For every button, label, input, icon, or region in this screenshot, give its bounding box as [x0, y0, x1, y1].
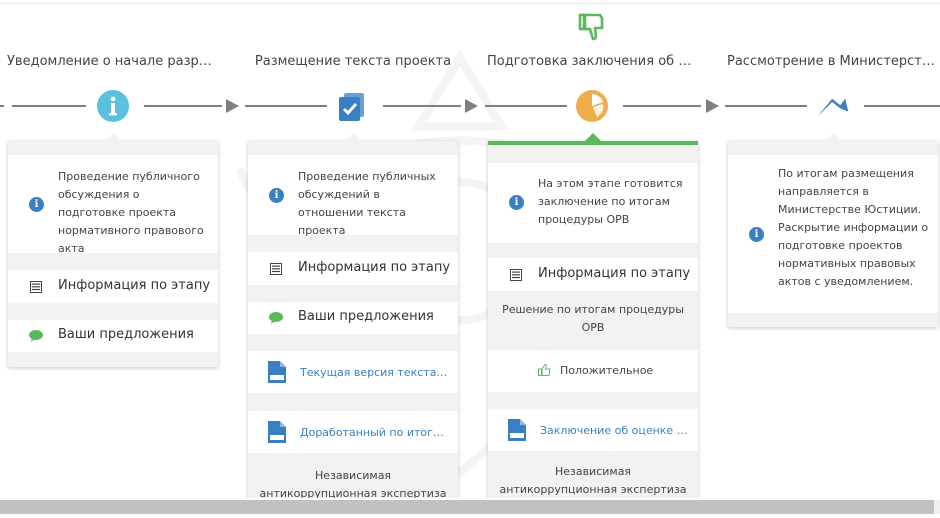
info-by-stage-label: Информация по этапу [298, 260, 451, 275]
timeline-arrow-icon [226, 99, 239, 113]
thumbs-up-icon [538, 364, 551, 376]
anticorruption-label: Независимая антикоррупционная экспертиза [259, 469, 447, 498]
docx-file-icon [508, 419, 526, 441]
card-pointer [584, 133, 602, 142]
info-by-stage-row[interactable]: Информация по этапу [248, 252, 458, 285]
stage-4-card: i По итогам размещения направляется в Ми… [728, 133, 938, 327]
description-text: По итогам размещения направляется в Мини… [778, 167, 929, 288]
stage-title[interactable]: Уведомление о начале разработки [7, 54, 219, 69]
list-icon [510, 269, 522, 281]
document-link[interactable]: Текущая версия текста проекта [300, 366, 448, 379]
timeline-line [144, 105, 222, 107]
description-text: Проведение публичного обсуждения о подго… [58, 170, 204, 255]
timeline-line [725, 105, 807, 107]
docx-file-icon [268, 361, 286, 383]
stage-description: i Проведение публичных обсуждений в отно… [248, 155, 458, 237]
card-pointer [104, 133, 122, 142]
document-row[interactable]: Доработанный по итогам обсуждения [248, 411, 458, 453]
list-icon [270, 263, 282, 275]
stage-description: i По итогам размещения направляется в Ми… [728, 155, 938, 313]
anticorruption-label: Независимая антикоррупционная экспертиза [499, 465, 687, 496]
stage-title[interactable]: Подготовка заключения об ОРВ [487, 54, 699, 69]
stages-viewport: Уведомление о начале разработки i Провед… [0, 13, 940, 498]
description-text: Проведение публичных обсуждений в отноше… [298, 170, 436, 237]
info-icon: i [509, 195, 524, 210]
document-link[interactable]: Заключение об оценке регулирующего возде… [540, 424, 688, 437]
comment-icon [29, 330, 43, 342]
decision-header: Решение по итогам процедуры ОРВ [502, 303, 684, 334]
stage-2-card: i Проведение публичных обсуждений в отно… [248, 133, 458, 498]
info-icon: i [29, 197, 44, 212]
stage-description: i Проведение публичного обсуждения о под… [8, 155, 218, 255]
proposals-row[interactable]: Ваши предложения [8, 320, 218, 352]
document-row[interactable]: Текущая версия текста проекта [248, 351, 458, 393]
card-pointer [344, 133, 362, 142]
timeline-line [383, 105, 461, 107]
card-pointer [824, 133, 842, 142]
timeline-line [12, 105, 86, 107]
timeline-line [623, 105, 701, 107]
description-text: На этом этапе готовится заключение по ит… [538, 177, 683, 226]
info-by-stage-label: Информация по этапу [58, 278, 211, 293]
info-circle-icon[interactable] [96, 89, 130, 123]
list-icon [30, 281, 42, 293]
info-by-stage-row[interactable]: Информация по этапу [8, 270, 218, 303]
pie-chart-icon[interactable] [575, 89, 609, 123]
arrow-up-icon[interactable] [816, 89, 850, 123]
stage-title[interactable]: Рассмотрение в Министерстве юстиции [727, 54, 939, 69]
decision-value: Положительное [560, 364, 654, 377]
proposals-label: Ваши предложения [58, 327, 194, 342]
stage-1-card: i Проведение публичного обсуждения о под… [8, 133, 218, 367]
document-row[interactable]: Заключение об оценке регулирующего возде… [488, 409, 698, 451]
docx-file-icon [268, 421, 286, 443]
top-divider [0, 3, 940, 4]
timeline-line [485, 105, 567, 107]
timeline-line [0, 105, 4, 107]
stage-title[interactable]: Размещение текста проекта [254, 54, 452, 69]
proposals-row[interactable]: Ваши предложения [248, 302, 458, 334]
document-link[interactable]: Доработанный по итогам обсуждения [300, 426, 448, 439]
proposals-label: Ваши предложения [298, 309, 434, 324]
info-icon: i [269, 188, 284, 203]
scrollbar-thumb[interactable] [0, 500, 934, 514]
info-by-stage-label: Информация по этапу [538, 266, 691, 281]
timeline-arrow-icon [706, 99, 719, 113]
stage-3-card: i На этом этапе готовится заключение по … [488, 133, 698, 498]
timeline-line [245, 105, 327, 107]
decision-value-row: Положительное [488, 350, 698, 392]
thumbs-down-icon [578, 13, 604, 41]
stage-description: i На этом этапе готовится заключение по … [488, 163, 698, 243]
checked-documents-icon[interactable] [335, 89, 369, 123]
comment-icon [269, 312, 283, 324]
horizontal-scrollbar[interactable] [0, 500, 940, 514]
timeline-arrow-icon [465, 99, 478, 113]
timeline-line [864, 105, 940, 107]
info-by-stage-row[interactable]: Информация по этапу [488, 258, 698, 291]
info-icon: i [749, 227, 764, 242]
